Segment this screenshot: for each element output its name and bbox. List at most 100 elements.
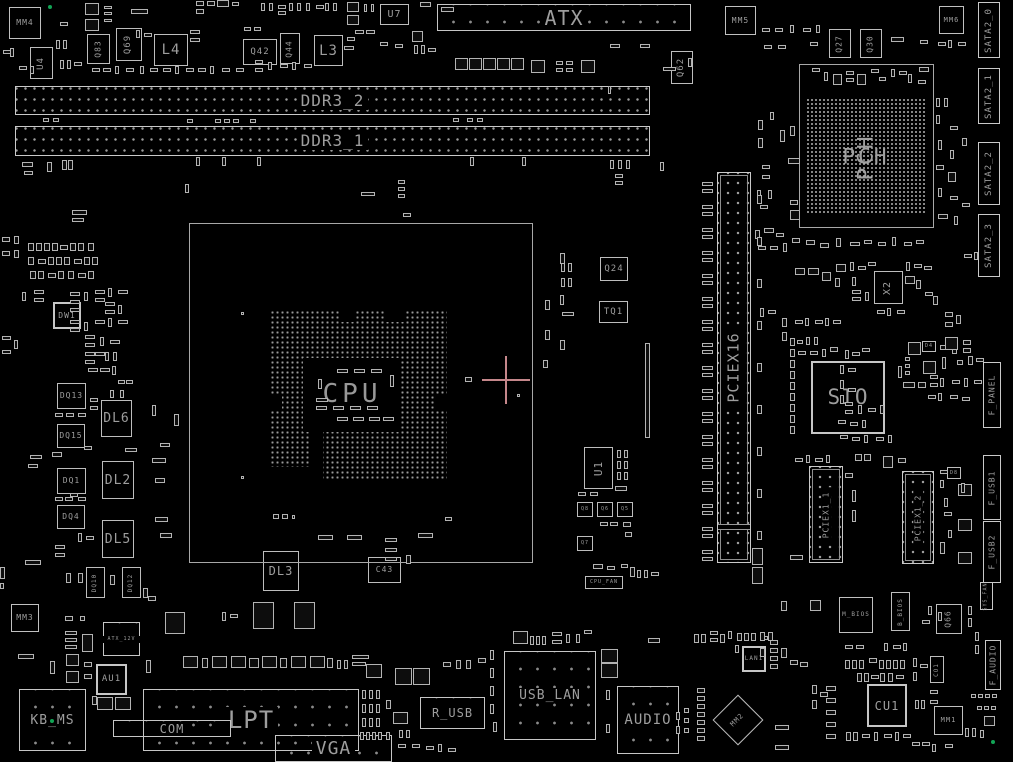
passive-component <box>53 118 59 122</box>
component-label: DW1 <box>58 310 76 320</box>
q30: Q30 <box>860 29 882 58</box>
passive-component <box>701 634 706 643</box>
passive-component <box>852 660 857 669</box>
passive-component <box>65 616 73 621</box>
passive-component <box>144 33 152 37</box>
passive-component <box>85 360 95 364</box>
passive-component <box>490 668 494 678</box>
passive-component <box>385 557 397 561</box>
passive-component <box>930 375 938 379</box>
passive-component <box>984 716 995 726</box>
passive-component <box>702 297 713 301</box>
passive-component <box>640 44 650 48</box>
passive-component <box>933 296 938 305</box>
passive-component <box>940 470 948 474</box>
passive-component <box>257 157 261 166</box>
d8: D8 <box>947 467 961 479</box>
passive-component <box>697 712 705 717</box>
passive-component <box>775 745 789 750</box>
mm6-pad: MM6 <box>939 6 964 34</box>
passive-component <box>163 68 171 72</box>
crosshair-cursor-vertical <box>505 356 507 404</box>
passive-component <box>790 382 795 390</box>
passive-component <box>908 342 921 355</box>
passive-component <box>822 272 831 281</box>
passive-component <box>58 271 64 279</box>
passive-component <box>568 278 572 287</box>
passive-component <box>556 61 563 65</box>
passive-component <box>864 454 871 461</box>
cpu-socket-cutout <box>435 396 447 410</box>
passive-component <box>196 9 204 14</box>
f-audio-header: F_AUDIO <box>985 640 1001 690</box>
passive-component <box>304 64 312 68</box>
component-label: B_BIOS <box>896 597 904 626</box>
passive-component <box>443 662 451 667</box>
pciex1-1-slot: PCIEX1_1 <box>809 466 843 563</box>
b-bios-chip: B_BIOS <box>891 592 910 631</box>
passive-component <box>30 455 42 459</box>
passive-component <box>651 572 659 576</box>
passive-component <box>78 497 86 501</box>
dq15: DQ15 <box>57 424 85 448</box>
passive-component <box>255 68 263 72</box>
passive-component <box>617 472 621 480</box>
passive-component <box>903 382 915 388</box>
passive-component <box>65 497 73 501</box>
passive-component <box>790 371 795 379</box>
passive-component <box>905 364 910 368</box>
passive-component <box>702 235 713 239</box>
passive-component <box>297 3 301 11</box>
passive-component <box>531 60 545 73</box>
passive-component <box>376 704 380 713</box>
passive-component <box>852 290 861 294</box>
passive-component <box>806 455 810 463</box>
passive-component <box>22 162 33 167</box>
passive-component <box>88 243 94 251</box>
passive-component <box>684 718 689 723</box>
passive-component <box>113 352 117 361</box>
passive-component <box>291 656 306 668</box>
passive-component <box>836 238 841 247</box>
component-label: Q5 <box>620 506 630 512</box>
passive-component <box>70 493 78 497</box>
passive-component <box>490 686 494 696</box>
passive-component <box>560 295 564 305</box>
passive-component <box>840 365 844 374</box>
passive-component <box>470 157 474 166</box>
passive-component <box>65 638 77 642</box>
passive-component <box>938 612 942 621</box>
passive-component <box>386 732 390 740</box>
passive-component <box>757 447 762 456</box>
passive-component <box>66 654 79 666</box>
passive-component <box>826 686 836 691</box>
passive-component <box>864 673 869 682</box>
passive-component <box>97 697 113 710</box>
passive-component <box>562 312 574 316</box>
passive-component <box>152 405 156 416</box>
passive-component <box>770 648 778 653</box>
passive-component <box>601 663 618 678</box>
passive-component <box>758 120 763 130</box>
passive-component <box>14 340 18 349</box>
dl5: DL5 <box>102 520 134 558</box>
passive-component <box>448 748 456 752</box>
passive-component <box>67 60 71 69</box>
passive-component <box>812 68 820 72</box>
passive-component <box>810 351 818 355</box>
passive-component <box>883 456 893 468</box>
dq4: DQ4 <box>57 505 85 529</box>
passive-component <box>879 660 884 669</box>
passive-component <box>90 398 98 402</box>
passive-component <box>840 380 844 389</box>
component-label: MM1 <box>940 716 957 724</box>
passive-component <box>962 203 970 207</box>
passive-component <box>924 266 932 270</box>
passive-component <box>790 126 795 136</box>
passive-component <box>118 380 125 384</box>
passive-component <box>150 68 158 72</box>
passive-component <box>757 489 762 498</box>
passive-component <box>963 340 971 345</box>
passive-component <box>856 645 864 649</box>
